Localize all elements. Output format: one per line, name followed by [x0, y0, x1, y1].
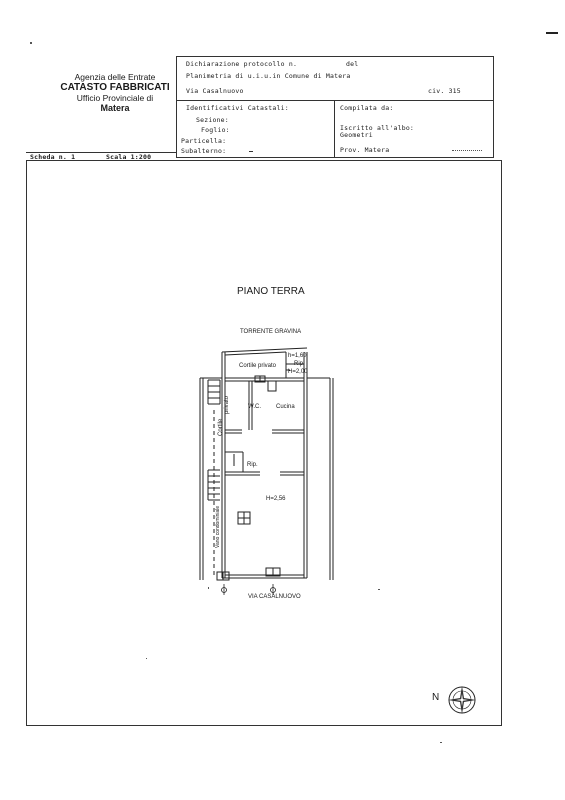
header-vertical-divider	[334, 100, 335, 158]
subalterno-mark	[249, 151, 253, 152]
wc-label: W.C.	[248, 404, 261, 410]
height-200-label: H=2,00	[288, 369, 308, 375]
subalterno-label: Subalterno:	[181, 147, 227, 155]
civic-number: civ. 315	[428, 87, 461, 95]
rip-mid-label: Rip.	[247, 462, 258, 468]
identificativi-label: Identificativi Catastali:	[186, 104, 289, 112]
scheda-number: Scheda n. 1	[30, 153, 76, 161]
address-label: Via Casalnuovo	[186, 87, 244, 95]
height-160-label: h=1,60	[288, 353, 307, 359]
compilata-label: Compilata da:	[340, 104, 394, 112]
iscritto-label: Iscritto all'albo:	[340, 124, 415, 132]
provincia-smudge	[452, 150, 482, 152]
vano-condominiale-label: Vano condominiale	[215, 505, 221, 548]
scan-speck	[440, 742, 442, 743]
particella-label: Particella:	[181, 137, 227, 145]
header-divider	[176, 100, 494, 101]
floor-plan-drawing	[199, 347, 334, 595]
scan-speck	[30, 42, 32, 44]
torrente-label: TORRENTE GRAVINA	[240, 329, 302, 335]
sezione-label: Sezione:	[196, 116, 229, 124]
height-256-label: H=2,56	[266, 496, 286, 502]
privato-vertical-label: privato	[224, 395, 230, 414]
cortile-vertical-label: Cortile	[218, 418, 224, 436]
agency-name: Agenzia delle Entrate	[74, 72, 156, 82]
dichiarazione-label: Dichiarazione protocollo n.	[186, 60, 298, 68]
geometri-label: Geometri	[340, 131, 373, 139]
rip-top-label: Rip.	[294, 361, 305, 367]
street-label: VIA CASALNUOVO	[248, 594, 301, 600]
scale-label: Scala 1:200	[106, 153, 152, 161]
provincia-label: Prov. Matera	[340, 146, 390, 154]
office-name: Ufficio Provinciale di	[76, 93, 154, 103]
cucina-label: Cucina	[276, 404, 295, 410]
compass-rose-icon	[448, 686, 476, 714]
corner-mark	[546, 32, 558, 34]
header-box	[176, 56, 494, 158]
scheda-top-line	[26, 152, 176, 153]
catasto-title: CATASTO FABBRICATI	[60, 82, 170, 93]
north-label: N	[432, 692, 440, 703]
planimetria-label: Planimetria di u.i.u.in Comune di Matera	[186, 72, 351, 80]
scan-speck	[146, 658, 147, 659]
foglio-label: Foglio:	[201, 126, 230, 134]
drawing-frame	[26, 160, 502, 726]
cortile-privato-label: Cortile privato	[239, 363, 277, 369]
del-label: del	[346, 60, 359, 68]
scan-speck	[378, 589, 380, 590]
agency-block: Agenzia delle Entrate CATASTO FABBRICATI…	[40, 72, 190, 113]
floor-title: PIANO TERRA	[237, 286, 305, 297]
office-city: Matera	[100, 103, 130, 113]
scan-speck	[208, 587, 209, 589]
